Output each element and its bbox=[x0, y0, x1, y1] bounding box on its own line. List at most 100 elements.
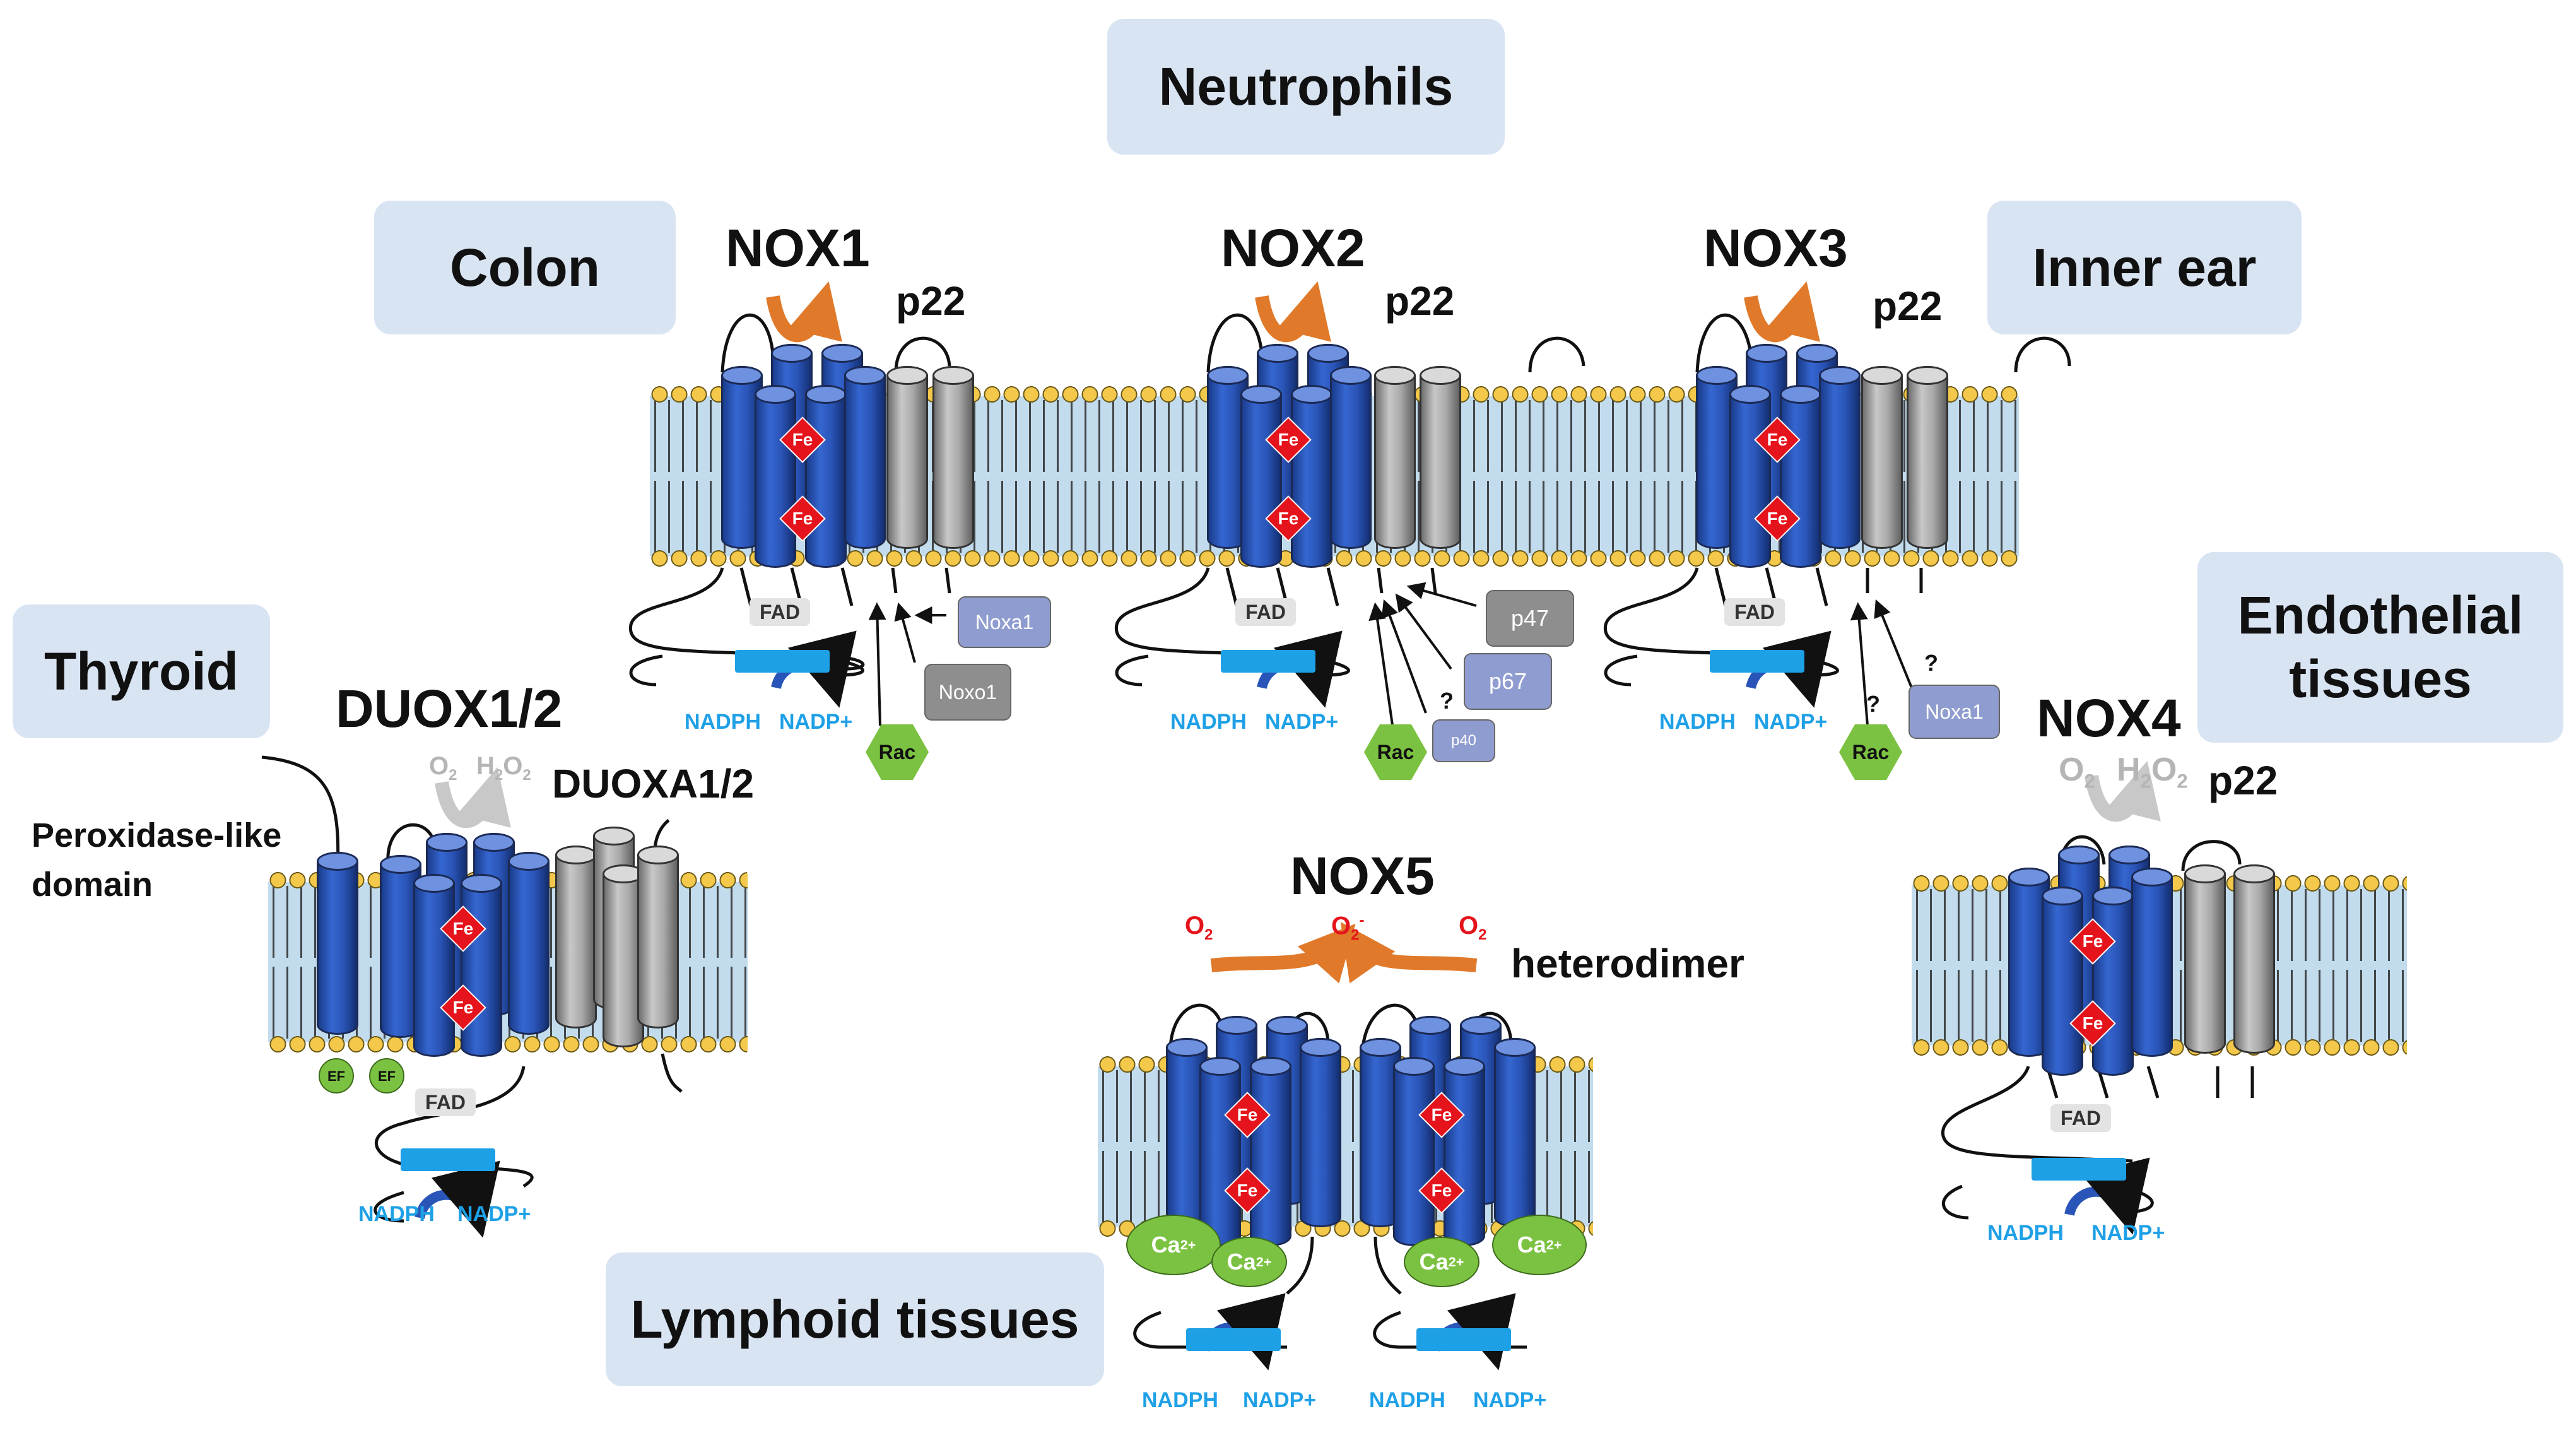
nox5-helix bbox=[1250, 1057, 1291, 1246]
duox-peroxidase-helix bbox=[317, 852, 358, 1035]
nox3-noxa1: Noxa1 bbox=[1908, 685, 2000, 739]
nox3-rac: Rac bbox=[1839, 724, 1902, 780]
duoxa-helix bbox=[555, 846, 597, 1028]
duoxa-helix bbox=[637, 846, 679, 1028]
nox5-nadph-domain bbox=[1186, 1328, 1281, 1351]
nox2-helix bbox=[1240, 385, 1282, 568]
nox2-helix bbox=[1330, 366, 1372, 549]
nox2-fad: FAD bbox=[1235, 598, 1296, 626]
nox5-fe-left-bottom: Fe bbox=[1224, 1167, 1271, 1214]
nox5-left-nadph-label: NADPH bbox=[1142, 1388, 1218, 1412]
nox2-helix bbox=[1291, 385, 1332, 568]
nox5-nadph-domain bbox=[1416, 1328, 1511, 1351]
nox1-helix bbox=[844, 366, 886, 549]
nox4-fe-top: Fe bbox=[2069, 918, 2116, 965]
nox2-fe-top: Fe bbox=[1265, 416, 1312, 463]
nox5-helix bbox=[1444, 1057, 1485, 1246]
nox5-left-nadp-label: NADP+ bbox=[1243, 1388, 1317, 1412]
nox5-superoxide-label: O2- bbox=[1331, 912, 1365, 944]
nox2-p40: p40 bbox=[1432, 719, 1495, 762]
tissue-neutrophils: Neutrophils bbox=[1107, 19, 1505, 155]
nox5-fe-right-bottom: Fe bbox=[1418, 1167, 1465, 1214]
duox-nadp-label: NADP+ bbox=[457, 1202, 531, 1226]
tissue-endothelial: Endothelial tissues bbox=[2197, 552, 2563, 743]
tissue-endothelial-line1: Endothelial bbox=[2237, 586, 2524, 645]
nox4-nadp-label: NADP+ bbox=[2091, 1221, 2165, 1245]
tissue-thyroid: Thyroid bbox=[13, 604, 270, 738]
nox3-fad: FAD bbox=[1724, 598, 1785, 626]
ef-hand: EF bbox=[319, 1058, 354, 1093]
nox1-helix bbox=[805, 385, 847, 568]
nox4-p22-helix bbox=[2184, 864, 2226, 1054]
duox-o2-label: O2 bbox=[429, 752, 457, 784]
nox1-noxo1: Noxo1 bbox=[924, 664, 1011, 721]
nox3-fe-top: Fe bbox=[1754, 416, 1801, 463]
nox5-o2-left-label: O2 bbox=[1185, 912, 1213, 943]
nox4-helix bbox=[2092, 887, 2134, 1076]
nox5-helix bbox=[1393, 1057, 1435, 1246]
nox2-rac: Rac bbox=[1364, 724, 1427, 780]
nox3-helix bbox=[1729, 385, 1771, 568]
nox1-title: NOX1 bbox=[726, 218, 870, 278]
loop bbox=[720, 313, 775, 373]
nox3-nadph-label: NADPH bbox=[1659, 710, 1736, 734]
nox4-title: NOX4 bbox=[2037, 688, 2181, 748]
heterodimer-label: heterodimer bbox=[1511, 941, 1744, 986]
tissue-inner-ear: Inner ear bbox=[1987, 201, 2302, 334]
nox3-noxa1-question: ? bbox=[1924, 650, 1938, 676]
peroxidase-domain-label: Peroxidase-like domain bbox=[32, 811, 281, 910]
duox-helix bbox=[413, 874, 455, 1057]
duox-h2o2-label: H2O2 bbox=[476, 752, 531, 784]
nox5-title: NOX5 bbox=[1290, 846, 1435, 905]
nox1-p22-label: p22 bbox=[896, 278, 966, 324]
nox5-fe-left-top: Fe bbox=[1224, 1092, 1271, 1138]
nox2-nadph-label: NADPH bbox=[1170, 710, 1247, 734]
nox2-p22-helix bbox=[1420, 366, 1461, 549]
duox-fe-top: Fe bbox=[440, 905, 486, 952]
duox-nadph-label: NADPH bbox=[358, 1202, 435, 1226]
nox2-p40-question: ? bbox=[1440, 688, 1454, 714]
nox4-helix bbox=[2042, 887, 2083, 1076]
nox4-nadph-label: NADPH bbox=[1987, 1221, 2064, 1245]
nox1-p22-helix bbox=[932, 366, 974, 549]
nox3-p22-helix bbox=[1861, 366, 1903, 549]
nox2-fe-bottom: Fe bbox=[1265, 495, 1312, 542]
nox4-helix bbox=[2131, 868, 2173, 1057]
nox2-nadph-domain bbox=[1221, 650, 1315, 673]
duox-fad: FAD bbox=[415, 1088, 476, 1116]
nox5-fe-right-top: Fe bbox=[1418, 1092, 1465, 1138]
nox1-nadph-label: NADPH bbox=[685, 710, 761, 734]
duox-nadph-domain bbox=[401, 1148, 495, 1171]
nox1-fe-bottom: Fe bbox=[779, 495, 826, 542]
nox1-nadp-label: NADP+ bbox=[779, 710, 853, 734]
nox1-helix bbox=[755, 385, 796, 568]
nox3-nadp-label: NADP+ bbox=[1754, 710, 1828, 734]
nox5-o2-right-label: O2 bbox=[1459, 912, 1487, 943]
tissue-lymphoid: Lymphoid tissues bbox=[606, 1252, 1104, 1386]
nox1-fad: FAD bbox=[750, 598, 810, 626]
nox1-noxa1: Noxa1 bbox=[958, 596, 1051, 648]
nox4-fe-bottom: Fe bbox=[2069, 1000, 2116, 1047]
nox3-helix bbox=[1819, 366, 1861, 549]
nox4-fad: FAD bbox=[2050, 1104, 2111, 1132]
duoxa-title: DUOXA1/2 bbox=[552, 761, 755, 806]
nox2-p47: p47 bbox=[1486, 590, 1574, 647]
nox3-fe-bottom: Fe bbox=[1754, 495, 1801, 542]
duox-helix bbox=[461, 874, 502, 1057]
nox4-h2o2-label: H2O2 bbox=[2117, 751, 2188, 793]
nox1-p22-helix bbox=[886, 366, 928, 549]
nox3-p22-label: p22 bbox=[1873, 283, 1943, 329]
nox5-helix bbox=[1494, 1038, 1536, 1227]
nox2-p22-helix bbox=[1374, 366, 1416, 549]
nox4-p22-label: p22 bbox=[2208, 758, 2278, 803]
nox3-title: NOX3 bbox=[1703, 218, 1848, 278]
duox-title: DUOX1/2 bbox=[336, 679, 563, 738]
peroxidase-label-line2: domain bbox=[32, 866, 153, 904]
nox5-right-nadph-label: NADPH bbox=[1369, 1388, 1445, 1412]
nox3-rac-question: ? bbox=[1866, 691, 1880, 717]
